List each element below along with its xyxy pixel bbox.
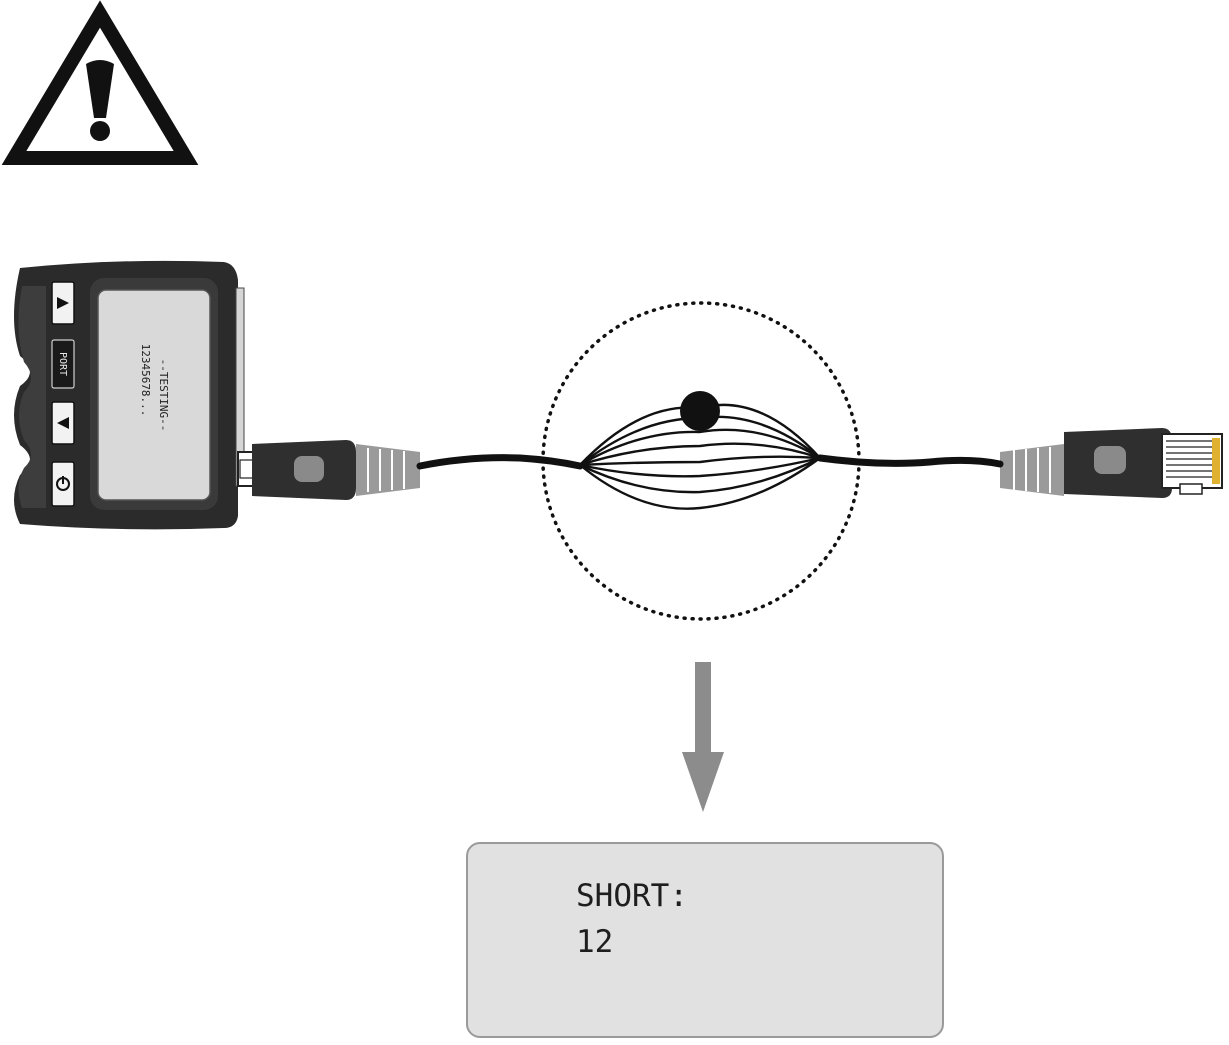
arrow-down-icon [682, 662, 724, 812]
power-icon [56, 476, 70, 491]
tester-button-down[interactable] [51, 281, 75, 325]
magnifier-circle [541, 301, 861, 621]
tester-button-power[interactable] [51, 461, 75, 507]
tester-button-up[interactable] [51, 401, 75, 445]
result-value: 12 [576, 924, 614, 960]
triangle-down-icon [57, 297, 69, 309]
result-label: SHORT: [576, 878, 688, 914]
port-button-label: PORT [57, 352, 68, 376]
triangle-up-icon [57, 417, 69, 429]
tester-screen-pins: 12345678... [139, 344, 152, 417]
network-cable [416, 454, 1004, 470]
result-display: SHORT: 12 [466, 842, 944, 1038]
cable-tester-device: PORT --TESTING-- 12345678... [14, 260, 245, 530]
tester-button-port[interactable]: PORT [51, 339, 75, 389]
short-circuit-dot [680, 391, 720, 431]
tester-screen-title: --TESTING-- [157, 359, 170, 432]
left-rj45-plug [237, 440, 420, 500]
warning-triangle-icon [1, 0, 199, 165]
right-rj45-plug [1000, 428, 1223, 498]
splayed-conductors [579, 403, 821, 510]
